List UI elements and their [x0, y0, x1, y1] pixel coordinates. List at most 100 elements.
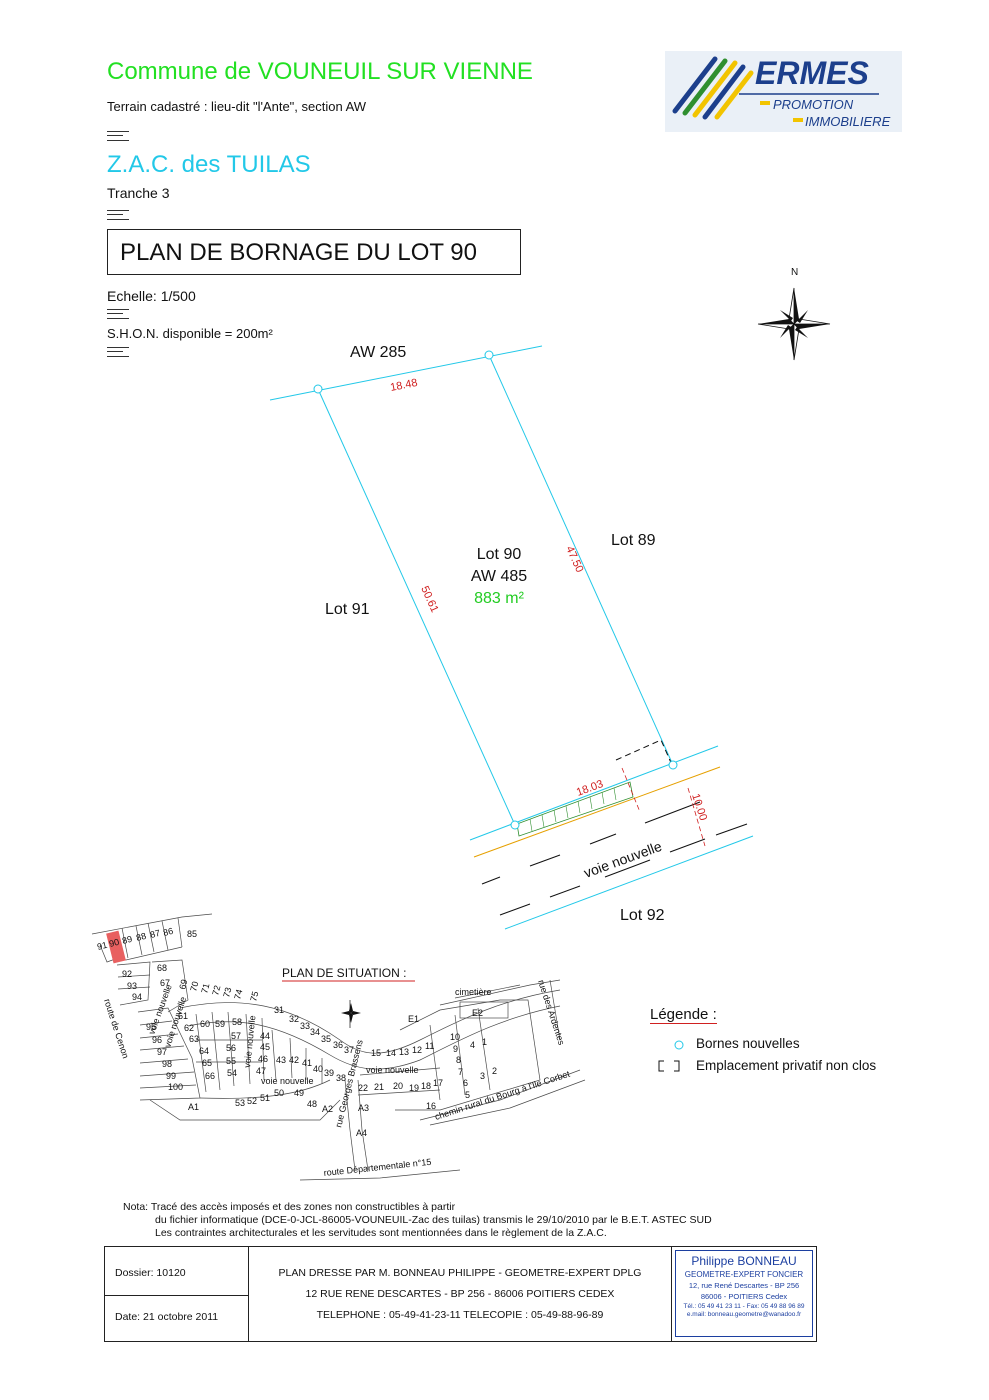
stamp-addr2: 86006 - POITIERS Cedex [700, 1292, 788, 1301]
aw285-label: AW 285 [350, 344, 406, 361]
commune-title: Commune de VOUNEUIL SUR VIENNE [107, 58, 533, 85]
situation-lot-number: A2 [322, 1104, 333, 1114]
situation-lot-number: 86 [162, 926, 174, 938]
survey-markers [313, 350, 678, 830]
situation-lot-number: 15 [371, 1048, 381, 1058]
situation-lot-number: 55 [226, 1056, 236, 1066]
situation-lot-number: 44 [260, 1031, 270, 1041]
chemin-label: chemin rural du Bourg à l'Ile Corbet [434, 1069, 572, 1122]
legend-title: Légende : [650, 1006, 717, 1024]
legend-bracket-icon [658, 1060, 680, 1072]
borne-circle-icon [313, 384, 323, 394]
situation-lot-number: 96 [152, 1035, 162, 1045]
situation-lot-number: 16 [426, 1101, 436, 1111]
situation-lot-number: 58 [232, 1017, 242, 1027]
nota-line-3: Les contraintes architecturales et les s… [155, 1227, 607, 1239]
situation-lot-number: A3 [358, 1103, 369, 1113]
situation-lot-number: 12 [412, 1045, 422, 1055]
situation-lot-number: 4 [470, 1040, 475, 1050]
situation-lot-number: 87 [149, 928, 161, 940]
situation-lot-number: 22 [358, 1083, 368, 1093]
logo-line1: PROMOTION [773, 97, 854, 112]
situation-lot-number: 46 [258, 1054, 268, 1064]
situation-lot-number: 62 [184, 1023, 194, 1033]
situation-lot-number: 31 [274, 1005, 284, 1015]
situation-lot-number: E1 [408, 1014, 419, 1024]
situation-lot-number: 20 [393, 1081, 403, 1091]
nota-line-1: Nota: Tracé des accès imposés et des zon… [123, 1201, 456, 1213]
situation-lot-number: 41 [302, 1058, 312, 1068]
situation-lot-number: 98 [162, 1059, 172, 1069]
situation-lot-number: 13 [399, 1047, 409, 1057]
lot92-label: Lot 92 [620, 907, 665, 924]
situation-lot-number: 89 [121, 934, 133, 946]
title-block: Dossier: 10120 Date: 21 octobre 2011 PLA… [104, 1246, 817, 1342]
voie-label-5: voie nouvelle [366, 1065, 419, 1075]
surveyor-line-3: TELEPHONE : 05-49-41-23-11 TELECOPIE : 0… [316, 1309, 604, 1321]
setback-line [473, 766, 721, 858]
shon-label: S.H.O.N. disponible = 200m² [107, 326, 273, 341]
situation-lot-number: 2 [492, 1066, 497, 1076]
situation-lot-number: 1 [482, 1037, 487, 1047]
parcel-limits [269, 345, 754, 930]
situation-lot-number: 38 [336, 1073, 346, 1083]
separator-mark [107, 347, 129, 357]
terrain-subtitle: Terrain cadastré : lieu-dit "l'Ante", se… [107, 99, 367, 114]
stamp-addr1: 12, rue René Descartes - BP 256 [688, 1281, 800, 1290]
lot90-highlight [106, 930, 126, 964]
lot89-label: Lot 89 [611, 532, 656, 549]
situation-lot-number: 64 [199, 1046, 209, 1056]
situation-lot-number: 14 [386, 1048, 396, 1058]
separator-mark [107, 210, 129, 220]
situation-lot-number: 32 [289, 1014, 299, 1024]
situation-lot-number: A1 [188, 1102, 199, 1112]
legend-item-bornes: Bornes nouvelles [696, 1036, 800, 1051]
surveyor-line-1: PLAN DRESSE PAR M. BONNEAU PHILIPPE - GE… [278, 1267, 642, 1279]
nota-line-2: du fichier informatique (DCE-0-JCL-86005… [155, 1214, 712, 1226]
road-lines [481, 801, 748, 916]
plan-date: Date: 21 octobre 2011 [115, 1311, 219, 1323]
situation-lot-number: 34 [310, 1027, 320, 1037]
situation-lot-number: 100 [168, 1082, 183, 1092]
situation-lot-number: 7 [458, 1067, 463, 1077]
legend-item-emplacement: Emplacement privatif non clos [696, 1058, 877, 1073]
situation-lot-number: E2 [472, 1008, 483, 1018]
route-cenon-label: route de Cenon [102, 998, 131, 1060]
situation-lot-number: 85 [187, 929, 197, 939]
dimension-line [621, 767, 641, 813]
situation-lot-number: 10 [450, 1032, 460, 1042]
situation-lot-number: 72 [210, 984, 222, 996]
separator-mark [107, 131, 129, 141]
situation-lot-number: 97 [157, 1047, 167, 1057]
situation-lot-number: 52 [247, 1096, 257, 1106]
lot90-label: Lot 90 [477, 546, 522, 563]
zac-title: Z.A.C. des TUILAS [107, 151, 311, 178]
situation-lot-number: 18 [421, 1081, 431, 1091]
legend-circle-icon [674, 1040, 684, 1050]
situation-lot-number: 91 [96, 940, 108, 952]
situation-lot-number: 61 [178, 1011, 188, 1021]
situation-lot-number: 40 [313, 1064, 323, 1074]
situation-lot-number: 33 [300, 1021, 310, 1031]
aw485-label: AW 485 [471, 568, 527, 585]
situation-lot-number: A4 [356, 1128, 367, 1138]
situation-lot-number: 6 [463, 1078, 468, 1088]
situation-lot-number: 39 [324, 1068, 334, 1078]
ermes-logo: ERMES PROMOTION IMMOBILIERE [665, 51, 902, 132]
cimetiere-label: cimetière [455, 987, 492, 997]
situation-lot-number: 75 [248, 990, 260, 1002]
nota-block: Nota: Tracé des accès imposés et des zon… [123, 1201, 712, 1240]
situation-lot-number: 68 [157, 963, 167, 973]
situation-lot-number: 47 [256, 1066, 266, 1076]
church-icon [341, 1003, 361, 1023]
situation-lot-number: 17 [433, 1078, 443, 1088]
situation-lot-number: 42 [289, 1055, 299, 1065]
dossier-number: Dossier: 10120 [115, 1267, 186, 1279]
situation-lot-number: 36 [333, 1040, 343, 1050]
stamp-email: e.mail: bonneau.geometre@wanadoo.fr [686, 1311, 802, 1318]
logo-stripes-icon [672, 56, 879, 122]
situation-lot-number: 48 [307, 1099, 317, 1109]
situation-lot-number: 57 [231, 1031, 241, 1041]
